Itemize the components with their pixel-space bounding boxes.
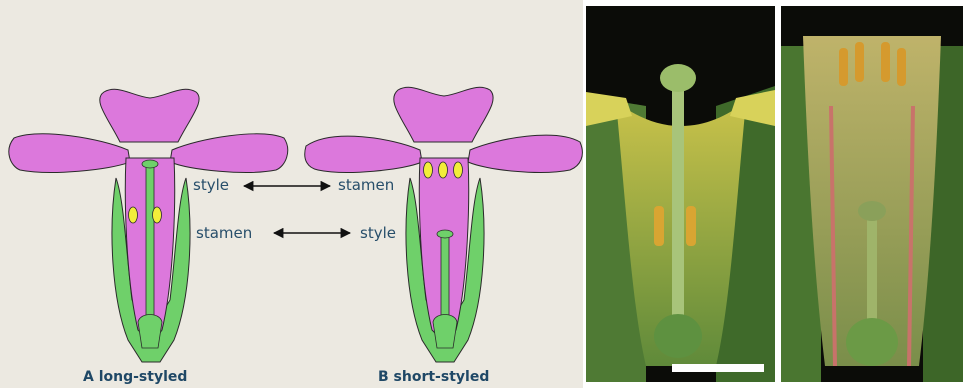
flower-b-anther-1 [424,162,433,178]
flower-b-ovary [433,315,457,349]
flower-a-anther-1 [129,207,138,223]
label-style-row1: style [193,176,229,194]
flower-a-ovary [138,315,162,349]
photo-short-styled [781,6,963,382]
label-style-row2: style [360,224,396,242]
photo-short-styled-art [781,6,963,382]
diagram-art [0,0,583,388]
flower-b-anther-3 [454,162,463,178]
caption-b: B short-styled [378,368,489,386]
heterostyly-diagram: style stamen stamen style A long-styled … [0,0,583,388]
flower-b-anther-2 [439,162,448,178]
flower-a-stigma [142,160,158,168]
flower-a-anther-2 [153,207,162,223]
label-stamen-row1: stamen [338,176,394,194]
flower-b-stigma [437,230,453,238]
label-stamen-row2: stamen [196,224,252,242]
flower-b-style [441,236,449,322]
photo-long-styled-art [586,6,775,382]
caption-a: A long-styled [83,368,187,386]
flower-b-short-styled [305,87,583,362]
flower-a-style [146,166,154,322]
photo-long-styled [586,6,775,382]
scale-bar [672,364,764,372]
